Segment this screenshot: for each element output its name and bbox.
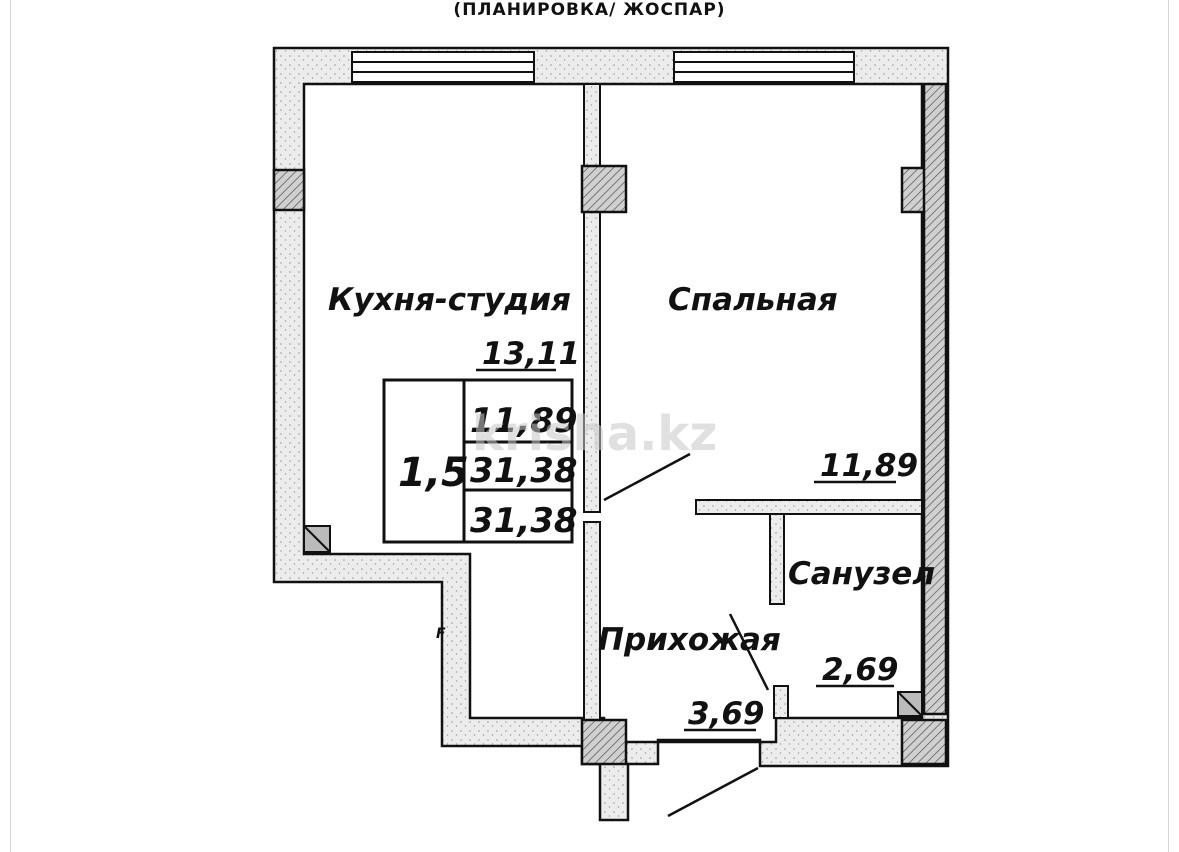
room-name-bedroom: Спальная (668, 282, 838, 318)
room-area-bathroom: 2,69 (822, 652, 899, 688)
rooms-count: 1,5 (398, 450, 469, 496)
room-name-bathroom: Санузел (788, 556, 935, 592)
room-area-hallway: 3,69 (688, 696, 765, 732)
shafts (303, 525, 923, 717)
wall-marker: F (436, 626, 446, 642)
watermark: krisha.kz (472, 406, 717, 462)
windows (351, 51, 855, 83)
room-area-bedroom: 11,89 (820, 448, 918, 484)
total-area: 31,38 (470, 451, 578, 491)
total-area-alt: 31,38 (470, 501, 578, 541)
summary-table (382, 378, 574, 544)
room-name-kitchen: Кухня-студия (328, 282, 571, 318)
page-title: (ПЛАНИРОВКА/ ЖОСПАР) (453, 0, 726, 20)
columns (272, 82, 948, 766)
room-area-kitchen: 13,11 (482, 336, 580, 372)
room-name-hallway: Прихожая (598, 622, 781, 658)
right-border (1168, 0, 1169, 852)
living-area: 11,89 (470, 401, 578, 441)
door-swings (603, 452, 770, 818)
left-border (10, 0, 11, 852)
